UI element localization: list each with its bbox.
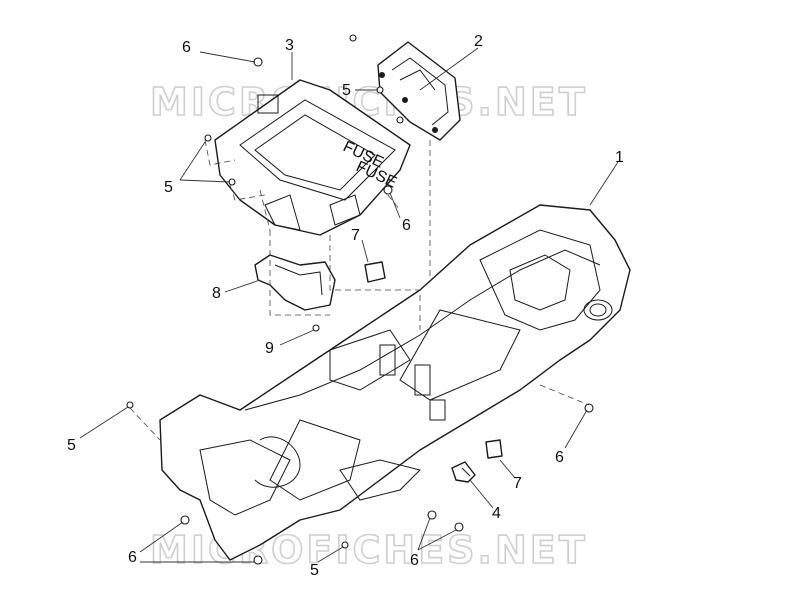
callout-3: 3 <box>285 37 294 54</box>
callout-5-lower-left: 5 <box>67 437 76 454</box>
bracket-part <box>254 254 336 311</box>
callout-2: 2 <box>474 33 483 50</box>
sensor-part <box>451 461 476 483</box>
callout-6-right: 6 <box>555 449 564 466</box>
leader-lines <box>79 47 619 563</box>
clip-lower-part <box>485 439 503 459</box>
callout-6-top: 6 <box>182 39 191 56</box>
callout-5-left: 5 <box>164 179 173 196</box>
fuse-holder-part <box>377 41 461 141</box>
callout-1: 1 <box>615 149 624 166</box>
callout-7-lower: 7 <box>513 475 522 492</box>
battery-tray-part: FUSE FUSE <box>214 79 411 236</box>
callout-8: 8 <box>212 285 221 302</box>
rear-frame-part <box>159 204 631 561</box>
callout-numbers: 6 3 2 5 1 5 6 7 8 9 5 6 7 4 6 6 5 <box>67 33 624 579</box>
callout-7-upper: 7 <box>351 227 360 244</box>
callout-6-bottom-left: 6 <box>128 549 137 566</box>
callout-9: 9 <box>265 340 274 357</box>
callout-6-right-tray: 6 <box>402 217 411 234</box>
callout-4: 4 <box>492 505 501 522</box>
callout-5-bottom: 5 <box>310 562 319 579</box>
assembly-lines <box>129 139 590 441</box>
clip-upper-part <box>364 261 386 283</box>
callout-5-upper: 5 <box>342 82 351 99</box>
callout-6-bottom-center: 6 <box>410 552 419 569</box>
